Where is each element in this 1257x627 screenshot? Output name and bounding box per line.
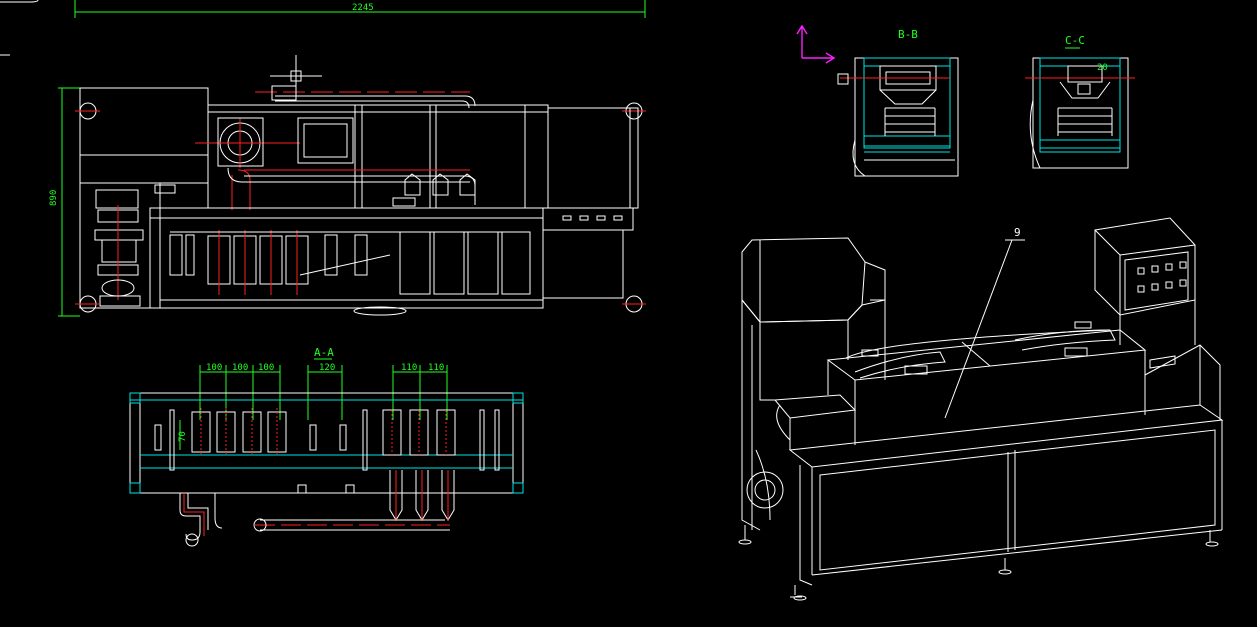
cc-shelves [1057, 107, 1113, 136]
right-housing [1094, 217, 1196, 345]
aa-dim-1: 100 [206, 363, 222, 373]
aa-dim-2: 100 [232, 363, 248, 373]
section-a-a-dimensions: 100 100 100 120 110 110 70 [178, 363, 448, 450]
aa-dim-3: 100 [258, 363, 274, 373]
aa-dim-4: 120 [319, 363, 335, 373]
front-control-buttons [562, 215, 623, 221]
section-b-b[interactable]: B-B [837, 28, 959, 177]
main-body [788, 344, 1224, 586]
isometric-view[interactable]: 9 [738, 217, 1224, 601]
aa-dim-side: 70 [178, 431, 188, 442]
control-panel-buttons [1137, 261, 1187, 293]
overall-width-dimension: 2245 [74, 0, 646, 18]
aa-dim-6: 110 [428, 363, 444, 373]
section-a-a[interactable]: A-A 100 100 100 120 110 110 70 [129, 346, 524, 547]
bb-shelves [884, 107, 936, 136]
section-c-c[interactable]: C-C 20 [1025, 34, 1135, 169]
ucs-icon [796, 24, 836, 64]
front-view[interactable]: 2245 890 [49, 0, 646, 317]
leveling-feet [738, 525, 1219, 601]
aa-rack-units [154, 408, 500, 471]
aa-drain-pipes [179, 470, 455, 547]
cc-dim-label: 20 [1097, 63, 1108, 73]
section-b-b-title: B-B [898, 28, 918, 41]
part-callout: 9 [944, 226, 1025, 419]
overall-height-label: 890 [49, 190, 59, 206]
side-conveyor [773, 394, 857, 450]
section-c-c-title: C-C [1065, 34, 1085, 47]
corner-fragment [0, 0, 39, 56]
overall-height-dimension: 890 [49, 87, 80, 317]
aa-dim-5: 110 [401, 363, 417, 373]
top-tank [826, 321, 1147, 445]
section-a-a-title: A-A [314, 346, 334, 359]
part-callout-number: 9 [1014, 226, 1021, 239]
front-rack-units [169, 230, 531, 295]
left-housing [741, 237, 886, 531]
overall-width-label: 2245 [352, 3, 374, 13]
